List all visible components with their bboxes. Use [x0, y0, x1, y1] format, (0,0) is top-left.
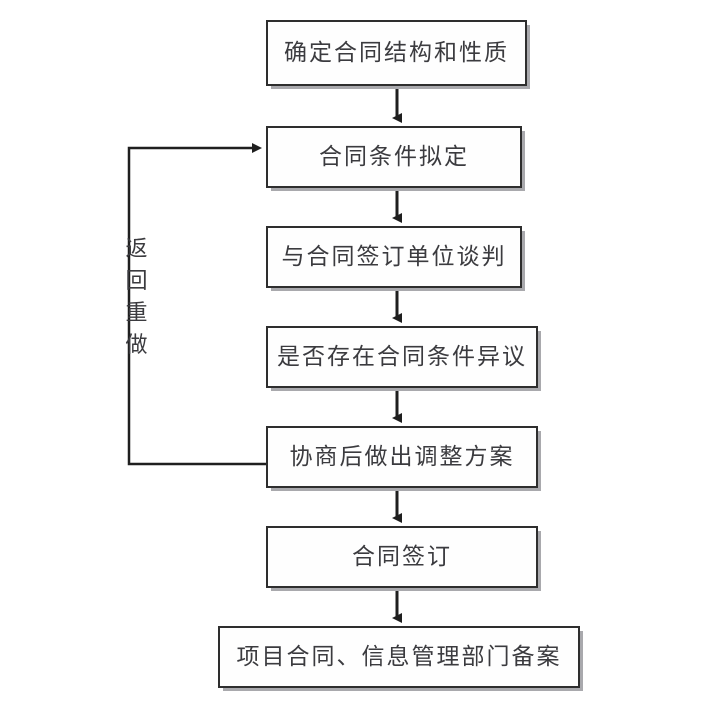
node-label: 合同条件拟定	[319, 143, 469, 170]
feedback-loop-label: 返 回 重 做	[120, 234, 154, 362]
process-node-negotiate-with-signing-party[interactable]: 与合同签订单位谈判	[266, 226, 522, 288]
process-node-confirm-contract-structure[interactable]: 确定合同结构和性质	[266, 20, 527, 86]
process-node-draft-contract-terms[interactable]: 合同条件拟定	[266, 126, 522, 188]
node-label: 与合同签订单位谈判	[281, 243, 507, 270]
node-label: 是否存在合同条件异议	[277, 343, 527, 370]
process-node-sign-contract[interactable]: 合同签订	[266, 526, 538, 588]
feedback-loop-label-char-1: 返	[125, 237, 149, 262]
node-label: 协商后做出调整方案	[289, 443, 515, 470]
node-label: 合同签订	[352, 543, 452, 570]
process-node-make-adjustment-plan[interactable]: 协商后做出调整方案	[266, 426, 538, 488]
process-node-file-with-departments[interactable]: 项目合同、信息管理部门备案	[218, 626, 580, 688]
node-label: 项目合同、信息管理部门备案	[236, 643, 562, 670]
node-label: 确定合同结构和性质	[284, 39, 509, 66]
feedback-loop-label-char-2: 回	[125, 269, 149, 294]
feedback-loop-label-char-3: 重	[125, 301, 149, 326]
feedback-loop-label-char-4: 做	[125, 333, 149, 358]
process-node-check-contract-term-objections[interactable]: 是否存在合同条件异议	[266, 326, 538, 388]
connector-feedback-loop	[127, 143, 266, 466]
